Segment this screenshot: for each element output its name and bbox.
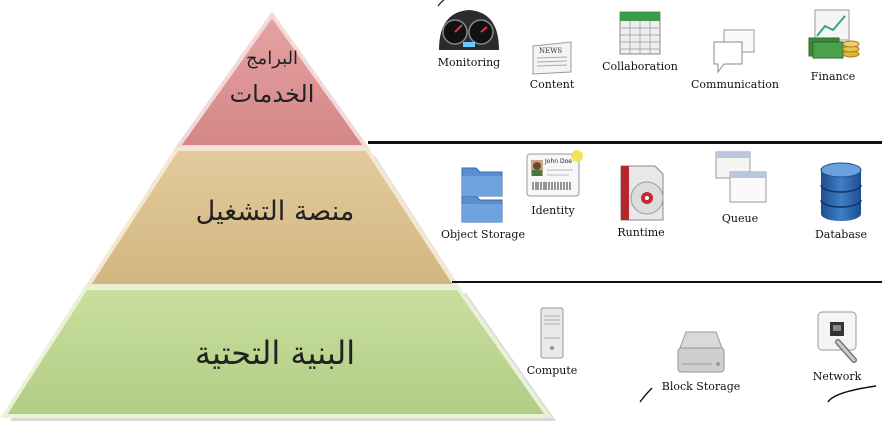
service-label: Identity <box>531 204 575 217</box>
windows-queue-icon <box>715 151 767 203</box>
service-label: Communication <box>691 78 779 91</box>
server-tower-icon <box>540 307 564 359</box>
service-label: Compute <box>526 364 578 377</box>
service-runtime: Runtime <box>586 162 696 239</box>
service-label: Queue <box>721 212 759 225</box>
tier-label-software-line1: البرامج <box>245 48 299 69</box>
service-label: Runtime <box>617 226 665 239</box>
hard-drive-icon <box>677 331 725 373</box>
service-label: Monitoring <box>437 56 501 69</box>
service-object-storage: Object Storage <box>428 162 538 241</box>
service-database: Database <box>786 160 882 241</box>
dashboard-gauge-icon <box>439 10 499 50</box>
service-label: Collaboration <box>602 60 678 73</box>
money-chart-icon <box>808 9 860 59</box>
calendar-icon <box>619 11 661 55</box>
newspaper-icon: NEWS <box>532 41 572 75</box>
service-finance: Finance <box>778 8 882 83</box>
folders-icon <box>461 167 503 223</box>
tier-label-software-line2: الخدمات <box>229 80 315 108</box>
service-identity: John Doe Identity <box>498 150 608 217</box>
service-label: Finance <box>810 70 856 83</box>
service-queue: Queue <box>685 148 795 225</box>
row-divider-bottom <box>452 281 882 283</box>
id-card-icon: John Doe <box>526 150 583 197</box>
pyramid-tier-infrastructure <box>0 286 552 418</box>
service-block-storage: Block Storage <box>646 326 756 393</box>
service-label: Content <box>529 78 575 91</box>
service-collaboration: Collaboration <box>585 6 695 73</box>
service-compute: Compute <box>497 304 607 377</box>
service-label: Database <box>814 228 868 241</box>
tier-label-platform: منصة التشغيل <box>195 196 355 227</box>
svg-text:NEWS: NEWS <box>539 47 562 55</box>
row-divider-top <box>368 141 882 144</box>
runtime-disc-icon <box>620 165 664 221</box>
service-content: NEWS Content <box>497 40 607 91</box>
pyramid <box>0 11 556 421</box>
service-label: Network <box>812 370 862 383</box>
chat-bubbles-icon <box>713 29 755 74</box>
service-communication: Communication <box>680 26 790 91</box>
service-monitoring: Monitoring <box>414 6 524 69</box>
service-label: Block Storage <box>661 380 741 393</box>
database-cylinder-icon <box>820 162 862 221</box>
tier-label-infrastructure: البنية التحتية <box>194 334 356 372</box>
identity-badge-text: John Doe <box>544 158 572 165</box>
network-jack-icon <box>817 311 857 363</box>
service-network: Network <box>782 308 882 383</box>
service-label: Object Storage <box>440 228 525 241</box>
